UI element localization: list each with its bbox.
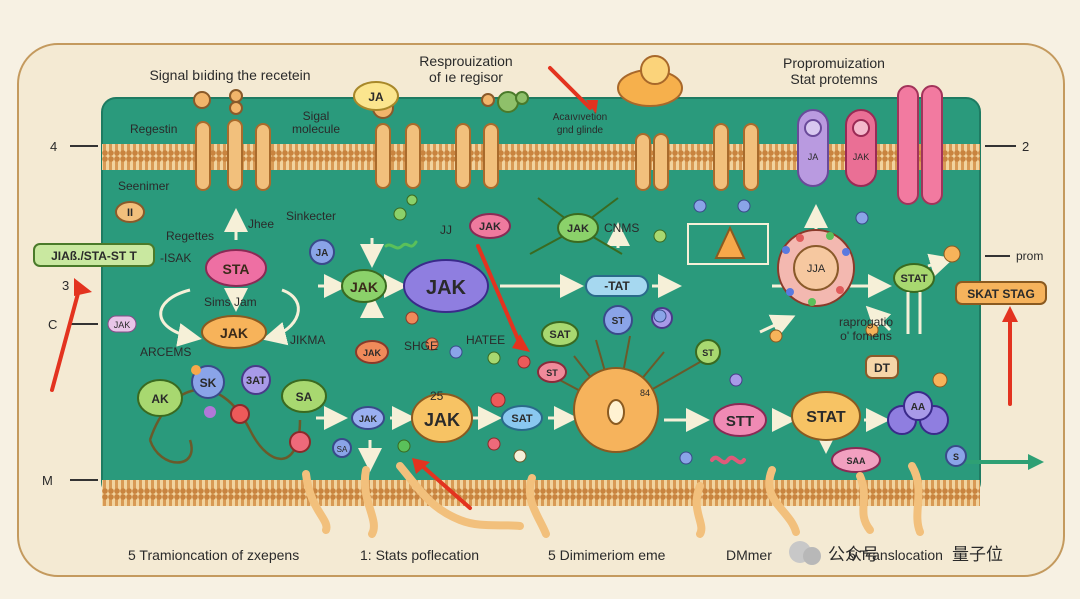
ii-label: II xyxy=(127,207,133,219)
jak-small-b-label: JAK xyxy=(359,414,378,424)
rapro-label-1: raprogatio xyxy=(839,315,893,329)
respro-label-2: of ıe regisor xyxy=(429,69,503,85)
left-banner xyxy=(33,243,155,267)
sims-jam-label: Sims Jam xyxy=(204,295,257,309)
watermark-wechat: 公众号 xyxy=(828,545,879,564)
ja-top-label: JA xyxy=(368,90,384,104)
top-receptors xyxy=(195,119,759,191)
num-25-label: 25 xyxy=(430,389,444,403)
stat-dimer xyxy=(791,391,861,441)
bottom-label-5: 5 Translocation xyxy=(848,547,943,563)
scattered-molecules xyxy=(191,194,961,465)
side-label-m: M xyxy=(42,473,53,488)
st3-label: ST xyxy=(702,348,714,358)
ak-label: AK xyxy=(151,392,169,406)
num-84-label: 84 xyxy=(640,388,650,398)
bottom-receptor-chains xyxy=(302,462,924,538)
wechat-icon xyxy=(789,541,821,565)
right-banner xyxy=(955,281,1047,305)
jak-mid-molecule xyxy=(341,269,387,303)
sat-lower-label: SAT xyxy=(511,413,532,425)
shge-label: SHGE xyxy=(404,339,438,353)
jak-small-tag: JAK xyxy=(114,320,131,330)
sigal-label-1: Sigal xyxy=(303,109,330,123)
jj-label: JJ xyxy=(440,223,452,237)
top-membrane xyxy=(102,144,980,170)
jhee-label: Jhee xyxy=(248,217,274,231)
jak-top-label: JAK xyxy=(479,221,501,233)
jak-lower-label: JAK xyxy=(424,410,460,430)
stat-right-label: STAT xyxy=(900,273,927,285)
sinkecter-label: Sinkecter xyxy=(286,209,336,223)
sigal-label-2: molecule xyxy=(292,122,340,136)
bottom-label-3: 5 Dimimeriom eme xyxy=(548,547,666,563)
isak-label: -ISAK xyxy=(160,251,191,265)
side-label-3: 3 xyxy=(62,278,69,293)
st2-label: ST xyxy=(612,316,625,327)
respro-label-1: Resprouization xyxy=(419,53,512,69)
watermark-name: 量子位 xyxy=(952,545,1003,564)
red-annotation-arrows xyxy=(50,66,1012,510)
left-banner-label: JIAß./STA-ST T xyxy=(51,249,137,263)
hatee-label: HATEE xyxy=(466,333,505,347)
stat-big-label: STAT xyxy=(806,409,846,426)
proprom-label-2: Stat protemns xyxy=(790,71,877,87)
jak-lower-molecule xyxy=(411,393,473,443)
activation-label-2: gnd glinde xyxy=(557,125,604,136)
saa-label: SAA xyxy=(846,456,866,466)
sta-molecule xyxy=(205,249,267,287)
jak-left-molecule xyxy=(201,315,267,349)
signal-binding-label: Signal bıiding the recetein xyxy=(149,67,310,83)
jak-center-label: JAK xyxy=(567,223,589,235)
side-label-4: 4 xyxy=(50,139,57,154)
activation-label-1: Acaıvıvetion xyxy=(553,112,607,123)
st1-label: ST xyxy=(546,368,558,378)
sta-label: STA xyxy=(223,261,250,277)
seenimer-label: Seenimer xyxy=(118,179,169,193)
tat-pill-label: -TAT xyxy=(604,279,630,293)
jja-label: JJA xyxy=(807,263,826,275)
stt-label: STT xyxy=(726,413,754,430)
jak-receptor-label: JAK xyxy=(853,152,870,162)
side-label-2: 2 xyxy=(1022,139,1029,154)
sat-label: SAT xyxy=(549,329,570,341)
stat-protein-receptors xyxy=(797,85,943,205)
bottom-label-1: 5 Tramioncation of zxepens xyxy=(128,547,299,563)
side-label-c: C xyxy=(48,317,57,332)
jak-big-label: JAK xyxy=(426,277,467,299)
s-small-label: S xyxy=(953,452,959,462)
jak-mid-label: JAK xyxy=(350,279,378,295)
jikma-label: JIKMA xyxy=(290,333,325,347)
proprom-label-1: Propromuization xyxy=(783,55,885,71)
bottom-label-4: DMmer xyxy=(726,547,772,563)
3at-label: 3AT xyxy=(246,375,266,387)
jak-red-label: JAK xyxy=(363,348,382,358)
bottom-membrane xyxy=(102,480,980,506)
sa-small-label: SA xyxy=(337,445,348,454)
ja-bubble-top xyxy=(353,81,399,111)
prom-label: prom xyxy=(1016,249,1043,263)
tat-pill xyxy=(585,275,649,297)
dt-label: DT xyxy=(874,361,891,375)
regestin-label: Regestin xyxy=(130,122,177,136)
rapro-label-2: o' fomens xyxy=(840,329,892,343)
sa-label: SA xyxy=(296,390,313,404)
jak-left-label: JAK xyxy=(220,325,248,341)
bottom-label-2: 1: Stats poflecation xyxy=(360,547,479,563)
arcems-label: ARCEMS xyxy=(140,345,191,359)
right-banner-label: SKAT STAG xyxy=(967,287,1035,301)
aa-label: AA xyxy=(911,402,925,413)
sk-label: SK xyxy=(200,376,217,390)
ja-mid-label: JA xyxy=(316,248,329,259)
ja-receptor-label: JA xyxy=(808,152,819,162)
jak-big-molecule xyxy=(403,259,489,313)
cnms-label: CNMS xyxy=(604,221,639,235)
regettes-label: Regettes xyxy=(166,229,214,243)
